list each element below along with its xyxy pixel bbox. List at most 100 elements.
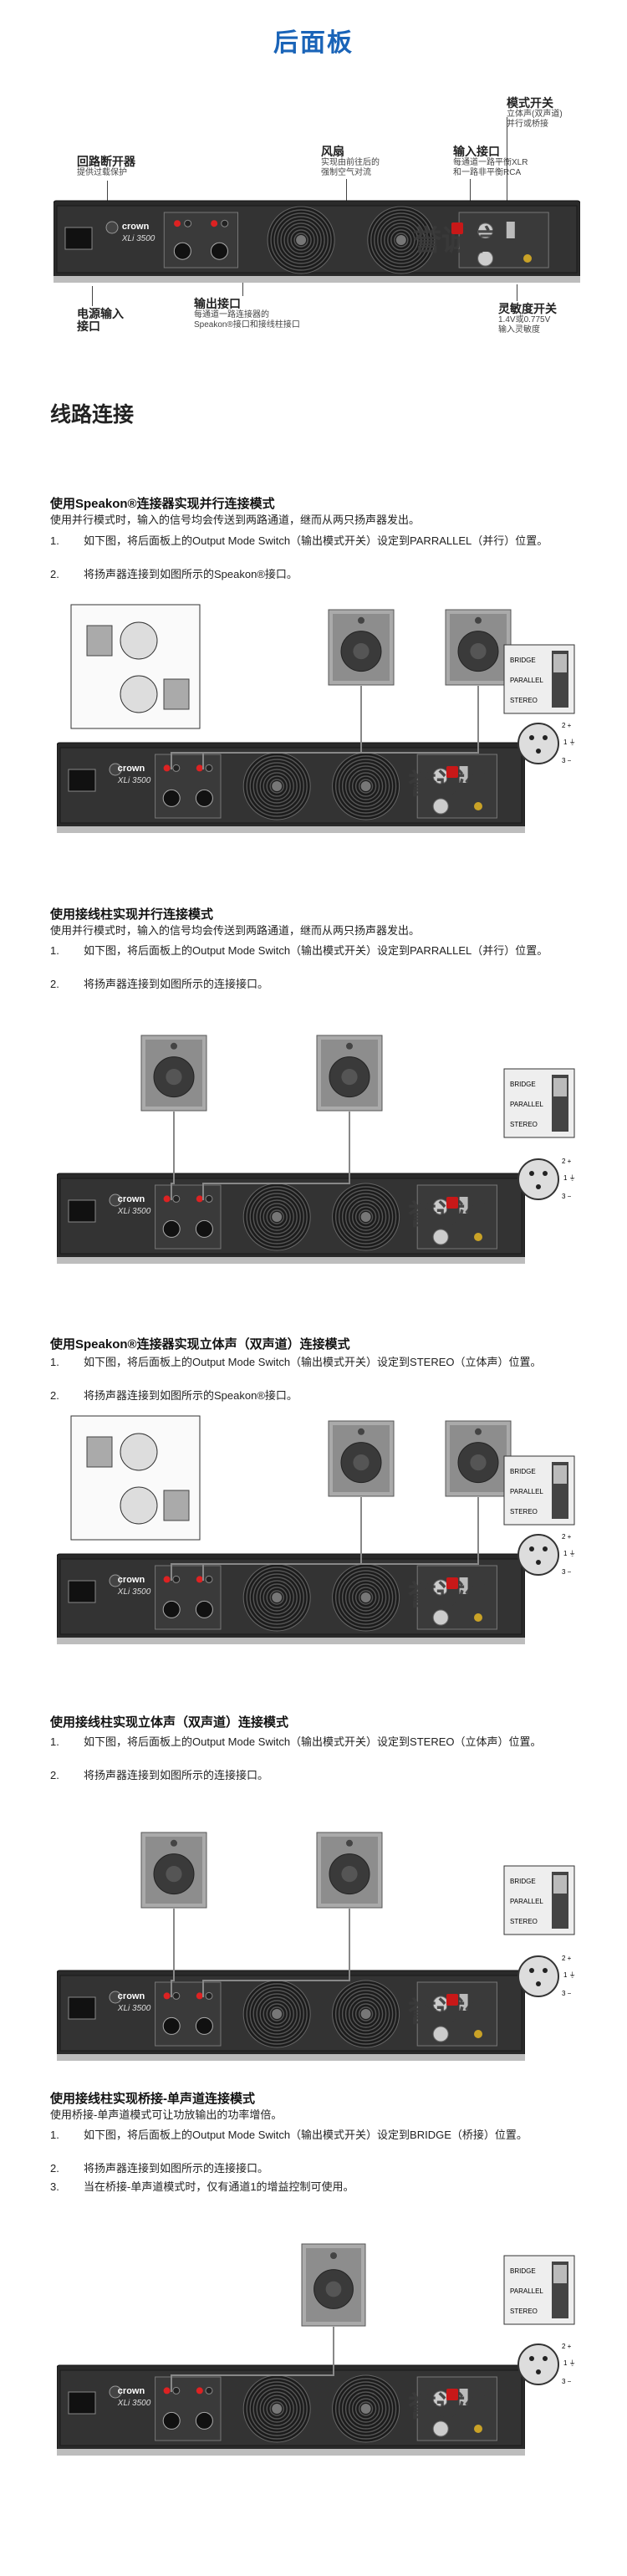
binding-post xyxy=(205,764,213,772)
svg-text:2 +: 2 + xyxy=(562,2343,572,2350)
fan-left xyxy=(242,752,311,820)
speakon-ch1 xyxy=(162,2411,181,2430)
switch-label-stereo: STEREO xyxy=(510,2308,538,2315)
svg-text:1 ⏚: 1 ⏚ xyxy=(563,1971,576,1979)
power-inlet xyxy=(68,769,96,792)
switch-label-stereo: STEREO xyxy=(510,1918,538,1925)
xlr-pin-detail: 2 + 1 ⏚ 3 − xyxy=(517,1955,576,1997)
binding-post xyxy=(172,1991,181,2000)
rca-input xyxy=(474,1613,482,1622)
output-panel xyxy=(155,1565,222,1630)
speakon-ch2 xyxy=(195,789,213,807)
binding-post xyxy=(174,220,181,227)
brand-logo: crown xyxy=(122,222,150,232)
fan-right xyxy=(332,752,400,820)
power-inlet xyxy=(68,1199,96,1223)
fan-left xyxy=(242,1980,311,2048)
xlr-input xyxy=(432,1609,449,1626)
xlr-pin-detail: 2 + 1 ⏚ 3 − xyxy=(517,1533,576,1576)
watermark-seal xyxy=(446,1197,458,1209)
watermark-seal xyxy=(446,1994,458,2006)
watermark-seal xyxy=(446,766,458,778)
svg-text:1 ⏚: 1 ⏚ xyxy=(563,1550,576,1557)
xlr-input xyxy=(432,798,449,815)
rca-input xyxy=(474,2425,482,2433)
binding-post xyxy=(172,2386,181,2395)
model-label: XLi 3500 xyxy=(117,1587,151,1597)
power-inlet xyxy=(68,1996,96,2020)
callout-breaker: 回路断开器 提供过载保护 xyxy=(77,155,135,178)
switch-label-stereo: STEREO xyxy=(510,697,538,704)
binding-post xyxy=(205,1991,213,2000)
svg-text:3 −: 3 − xyxy=(562,757,572,764)
section-title: 使用接线柱实现桥接-单声道连接模式 xyxy=(50,2092,255,2106)
model-label: XLi 3500 xyxy=(117,2399,151,2408)
mode-switch xyxy=(459,1994,468,2011)
step-item: 2.将扬声器连接到如图所示的连接接口。 xyxy=(50,1769,269,1781)
switch-label-stereo: STEREO xyxy=(510,1508,538,1515)
speakon-ch1 xyxy=(162,789,181,807)
amplifier-rear-panel: crown XLi 3500 xyxy=(56,1173,526,1264)
svg-text:1 ⏚: 1 ⏚ xyxy=(563,739,576,746)
binding-post xyxy=(211,220,218,227)
section-intro: 使用桥接-单声道模式可让功放输出的功率增倍。 xyxy=(50,2108,283,2121)
binding-post xyxy=(163,1195,171,1203)
callout-input: 输入接口 每通道一路平衡XLR 和一路非平衡RCA xyxy=(453,145,528,178)
speaker xyxy=(328,609,395,686)
speakon-wiring-inset xyxy=(70,1415,201,1541)
step-item: 2.将扬声器连接到如图所示的Speakon®接口。 xyxy=(50,568,298,580)
step-item: 3.当在桥接-单声道模式时，仅有通道1的增益控制可使用。 xyxy=(50,2180,354,2193)
mode-switch-detail: BRIDGE PARALLEL STEREO xyxy=(503,1068,575,1138)
watermark-seal xyxy=(446,2389,458,2400)
brand-logo: crown xyxy=(118,1194,145,1204)
switch-label-bridge: BRIDGE xyxy=(510,657,536,664)
section-intro: 使用并行模式时，输入的信号均会传送到两路通道，继而从两只扬声器发出。 xyxy=(50,514,421,526)
speakon-ch2 xyxy=(195,2016,213,2035)
mode-switch xyxy=(459,2389,468,2405)
mode-switch xyxy=(459,1577,468,1594)
speaker xyxy=(301,2243,366,2327)
switch-label-parallel: PARALLEL xyxy=(510,1488,543,1495)
fan-left xyxy=(242,1563,311,1632)
speakon-ch2 xyxy=(210,242,228,260)
model-label: XLi 3500 xyxy=(117,776,151,785)
rca-input xyxy=(474,802,482,810)
svg-text:3 −: 3 − xyxy=(562,1193,572,1200)
mode-switch-detail: BRIDGE PARALLEL STEREO xyxy=(503,644,575,714)
diagram-binding-parallel: crown XLi 3500 BRIDGE PARALLEL STEREO 2 … xyxy=(0,999,627,1305)
xlr-input xyxy=(432,2026,449,2042)
watermark-seal xyxy=(446,1577,458,1589)
binding-post xyxy=(172,1194,181,1203)
speaker xyxy=(445,1420,512,1497)
fan-right xyxy=(332,1563,400,1632)
binding-post xyxy=(163,1992,171,2000)
binding-post xyxy=(196,1576,203,1583)
step-item: 1.如下图，将后面板上的Output Mode Switch（输出模式开关）设定… xyxy=(50,534,548,547)
callout-mode-switch: 模式开关 立体声(双声道) 并行或桥接 xyxy=(507,96,563,130)
fan-left xyxy=(242,2374,311,2443)
step-item: 1.如下图，将后面板上的Output Mode Switch（输出模式开关）设定… xyxy=(50,1356,542,1368)
rca-input xyxy=(474,2030,482,2038)
power-inlet xyxy=(68,2391,96,2415)
model-label: XLi 3500 xyxy=(117,1207,151,1216)
input-panel xyxy=(416,2376,497,2441)
xlr-input xyxy=(432,2420,449,2437)
xlr-input xyxy=(477,250,494,267)
binding-post xyxy=(196,1195,203,1203)
wiring-heading: 线路连接 xyxy=(50,403,135,427)
xlr-pin-detail: 2 + 1 ⏚ 3 − xyxy=(517,2343,576,2385)
fan-right xyxy=(332,2374,400,2443)
diagram-speakon-parallel: crown XLi 3500 BRIDGE PARALLEL STEREO 2 … xyxy=(0,602,627,845)
binding-post xyxy=(196,764,203,772)
page-title: 后面板 xyxy=(273,29,354,57)
mode-switch-detail: BRIDGE PARALLEL STEREO xyxy=(503,2255,575,2325)
mode-switch-detail: BRIDGE PARALLEL STEREO xyxy=(503,1865,575,1935)
speaker xyxy=(316,1035,383,1112)
speaker xyxy=(445,609,512,686)
breaker-button xyxy=(105,221,119,234)
step-item: 1.如下图，将后面板上的Output Mode Switch（输出模式开关）设定… xyxy=(50,1735,542,1748)
binding-post xyxy=(163,1576,171,1583)
binding-post xyxy=(172,764,181,772)
diagram-binding-stereo: crown XLi 3500 BRIDGE PARALLEL STEREO 2 … xyxy=(0,1797,627,2085)
switch-label-bridge: BRIDGE xyxy=(510,1878,536,1885)
